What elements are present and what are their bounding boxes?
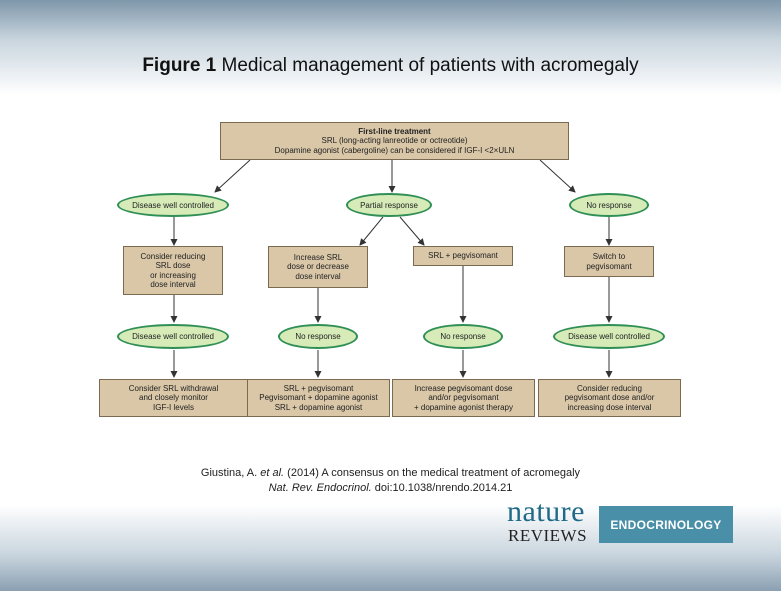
citation-authors: Giustina, A. [200, 467, 258, 479]
response-partial: Partial response [346, 193, 432, 217]
text-line: and/or pegvisomant [428, 393, 499, 403]
endocrinology-logo-band: ENDOCRINOLOGY [599, 506, 733, 543]
final-srl-withdrawal-box: Consider SRL withdrawal and closely moni… [99, 379, 248, 417]
first-line-text-2: Dopamine agonist (cabergoline) can be co… [274, 145, 515, 155]
first-line-heading: First-line treatment [358, 126, 431, 136]
final-combination-therapy-box: SRL + pegvisomant Pegvisomant + dopamine… [247, 379, 390, 417]
text-line: pegvisomant dose and/or [564, 393, 655, 403]
citation-journal: Nat. Rev. Endocrinol. [268, 482, 372, 494]
text-line: IGF-I levels [153, 402, 194, 412]
text-line: SRL + pegvisomant [283, 383, 354, 393]
final-reduce-pegvisomant-box: Consider reducing pegvisomant dose and/o… [538, 379, 681, 417]
citation: Giustina, A. et al. (2014) A consensus o… [0, 466, 781, 496]
citation-etal: et al. [260, 467, 285, 479]
citation-line-1: Giustina, A. et al. (2014) A consensus o… [0, 466, 781, 481]
text-line: SRL dose [155, 261, 191, 270]
first-line-treatment-box: First-line treatment SRL (long-acting la… [220, 122, 569, 160]
switch-to-pegvisomant-box: Switch to pegvisomant [564, 246, 654, 277]
text-line: dose interval [150, 280, 196, 289]
text-line: Consider reducing [140, 251, 206, 261]
figure-title-text: Medical management of patients with acro… [221, 55, 639, 76]
text-line: or increasing [150, 270, 196, 280]
arrow-first-to-right [539, 159, 576, 193]
first-line-text-1: SRL (long-acting lanreotide or octreotid… [321, 136, 468, 146]
text-line: dose or decrease [287, 262, 349, 272]
increase-srl-box: Increase SRL dose or decrease dose inter… [268, 246, 368, 288]
text-line: Switch to [592, 252, 626, 261]
outcome-no-response-c: No response [423, 324, 503, 349]
outcome-no-response-b: No response [278, 324, 358, 349]
text-line: dose interval [295, 271, 341, 281]
text-line: Consider reducing [577, 383, 642, 393]
arrow-first-to-left [214, 159, 251, 193]
figure-title: Figure 1 Medical management of patients … [0, 55, 781, 77]
text-line: Pegvisomant + dopamine agonist [259, 393, 378, 403]
response-none: No response [569, 193, 649, 217]
srl-pegvisomant-box: SRL + pegvisomant [413, 246, 513, 266]
reviews-logo-word: REVIEWS [508, 526, 588, 545]
consider-reducing-srl-box: Consider reducing SRL dose or increasing… [123, 246, 223, 295]
figure-number: Figure 1 [142, 55, 217, 76]
response-disease-controlled: Disease well controlled [117, 193, 229, 217]
text-line: + dopamine agonist therapy [414, 402, 513, 412]
arrow-middle-to-increase [359, 216, 384, 246]
text-line: Consider SRL withdrawal [128, 383, 219, 393]
text-line: pegvisomant [586, 261, 632, 271]
text-line: SRL + pegvisomant [428, 251, 498, 261]
final-increase-pegvisomant-box: Increase pegvisomant dose and/or pegviso… [392, 379, 535, 417]
text-line: Increase SRL [293, 252, 343, 262]
text-line: SRL + dopamine agonist [274, 402, 363, 412]
text-line: Increase pegvisomant dose [414, 383, 513, 393]
citation-line-2: Nat. Rev. Endocrinol. doi:10.1038/nrendo… [0, 481, 781, 496]
text-line: and closely monitor [139, 393, 208, 403]
arrow-middle-to-pegv [399, 216, 425, 246]
citation-doi: doi:10.1038/nrendo.2014.21 [374, 482, 513, 494]
nature-logo-word: nature [507, 495, 585, 528]
outcome-disease-controlled-d: Disease well controlled [553, 324, 665, 349]
citation-title: (2014) A consensus on the medical treatm… [287, 467, 581, 479]
text-line: increasing dose interval [567, 402, 652, 412]
outcome-disease-controlled-a: Disease well controlled [117, 324, 229, 349]
